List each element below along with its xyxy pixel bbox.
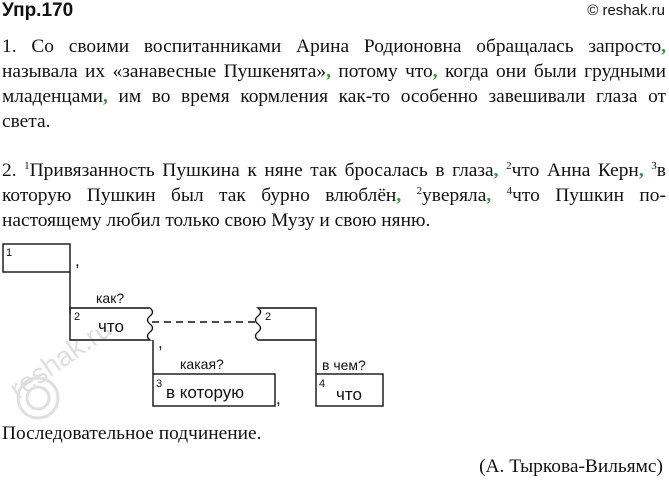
paragraph-1-part-3: потому что (338, 61, 433, 82)
clause-box-4 (315, 373, 384, 407)
clause-box-1 (2, 243, 71, 273)
clause-box-3 (152, 373, 276, 407)
clause-number: 1 (24, 160, 30, 172)
exercise-title: Упр.170 (2, 0, 74, 21)
paragraph-2-part-5: что Пушкин по-настоящему любил только св… (2, 185, 666, 231)
punctuation-comma: , (103, 86, 108, 107)
punctuation-comma: , (661, 36, 667, 57)
watermark-ring (25, 385, 51, 411)
paragraph-1-part-4: когда они были грудными младенцами (2, 61, 666, 107)
reshak-watermark-logo: reshak.ru (4, 330, 117, 420)
paragraph-2-part-3: в которую Пушкин был так бурно влюблён (2, 160, 666, 206)
question-label: какая? (180, 356, 224, 372)
paragraph-1: 1. Со своими воспитанниками Арина Родион… (2, 34, 666, 134)
clause-box-2 (69, 307, 154, 341)
punctuation-comma: , (493, 160, 499, 181)
paragraph-2-part-1: Привязанность Пушкина к няне так бросала… (29, 160, 494, 181)
clause-box-2-continuation-number: 2 (265, 311, 271, 323)
clause-box-1-number: 1 (6, 247, 12, 259)
paragraph-1-part-5: им во время кормления как-то особенно за… (2, 86, 666, 132)
punctuation-comma: , (432, 61, 438, 82)
clause-number: 2 (416, 185, 423, 197)
clause-box-3-number: 3 (156, 378, 162, 390)
paragraph-1-part-1: Со своими воспитанниками Арина Родионовн… (31, 36, 662, 57)
paragraph-1-number: 1. (2, 36, 17, 57)
question-label: в чем? (322, 357, 366, 373)
watermark-text: reshak.ru (4, 330, 117, 405)
diagram-comma: , (158, 333, 163, 352)
punctuation-comma: , (396, 185, 402, 206)
paragraph-2-part-2: что Анна Керн (511, 160, 639, 181)
diagram-comma: , (276, 389, 281, 408)
clause-box-4-number: 4 (319, 378, 325, 390)
clause-box-2-number: 2 (74, 311, 80, 323)
paragraph-2-part-4: уверяла (422, 185, 487, 206)
paragraph-2: 2. 1Привязанность Пушкина к няне так бро… (2, 158, 666, 233)
clause-box-3-word: в которую (166, 383, 244, 402)
clause-box-2-word: что (98, 317, 124, 336)
clause-box-2-continuation (254, 307, 317, 341)
clause-box-4-word: что (336, 385, 362, 404)
paragraph-2-number: 2. (2, 160, 17, 181)
author-attribution: (А. Тыркова-Вильямс) (479, 456, 663, 477)
clause-number: 3 (651, 160, 657, 172)
sentence-scheme-diagram: 1 , как? 2 что 2 , какая? 3 в которую , … (2, 243, 384, 408)
clause-number: 2 (506, 160, 512, 172)
punctuation-comma: , (326, 61, 331, 82)
punctuation-comma: , (638, 160, 644, 181)
punctuation-comma: , (486, 185, 492, 206)
paragraph-1-part-2: называла их «занавесные Пушкенята» (2, 61, 327, 82)
watermark-ring (16, 376, 60, 420)
summary-line: Последовательное подчинение. (2, 423, 262, 444)
clause-number: 4 (506, 185, 513, 197)
diagram-comma: , (75, 251, 80, 270)
question-label: как? (96, 290, 124, 306)
site-credit: © reshak.ru (587, 2, 665, 19)
